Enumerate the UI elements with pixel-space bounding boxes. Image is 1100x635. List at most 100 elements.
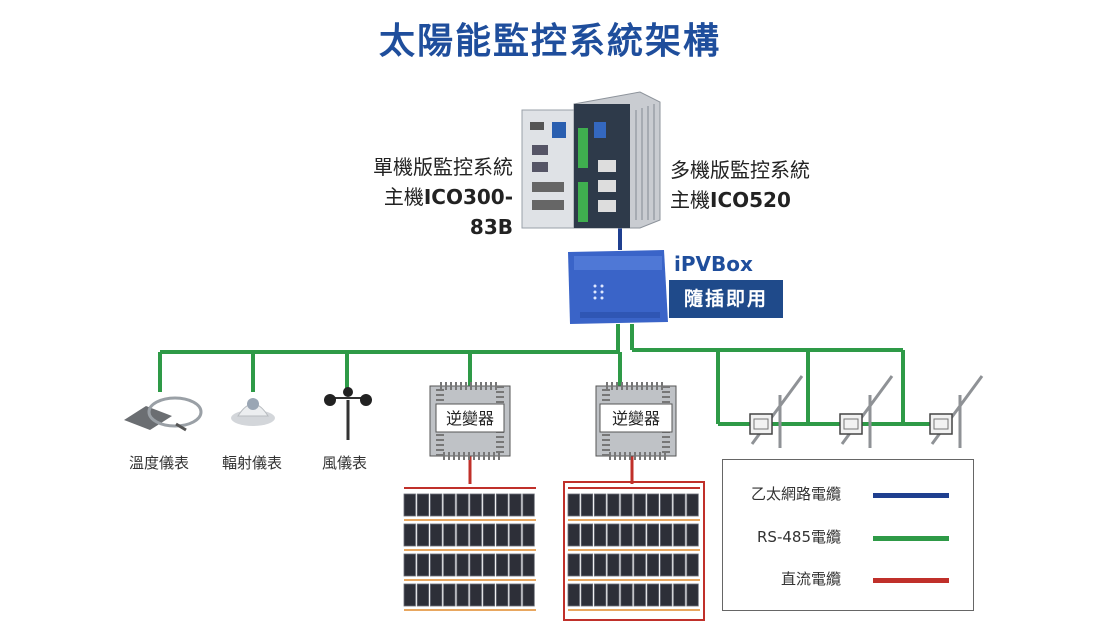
solar-panel — [482, 583, 496, 607]
solar-panel — [416, 493, 430, 517]
legend-item-dc: 直流電纜 — [723, 568, 973, 592]
array-frame — [563, 481, 705, 621]
plug-and-play-badge: 隨插即用 — [669, 280, 783, 318]
solar-panel — [620, 493, 633, 517]
multi-host-prefix: 主機 — [670, 188, 710, 212]
solar-panel — [686, 553, 699, 577]
solar-panel — [660, 553, 673, 577]
sensor-label-temperature: 溫度儀表 — [129, 454, 190, 472]
solar-panel — [403, 493, 416, 517]
solar-panel — [429, 553, 443, 577]
solar-panel — [522, 583, 535, 607]
solar-panel — [607, 493, 620, 517]
solar-panel — [686, 523, 699, 547]
solar-panel — [686, 493, 699, 517]
solar-array-1 — [403, 487, 536, 611]
solar-panel — [646, 583, 660, 607]
sensor-label-wind: 風儀表 — [322, 454, 368, 472]
solar-panel — [443, 583, 456, 607]
legend-swatch — [873, 536, 949, 541]
single-host-line1: 單機版監控系統 — [373, 155, 513, 179]
cable-legend: 乙太網路電纜 RS-485電纜 直流電纜 — [722, 459, 974, 611]
solar-panel — [416, 583, 430, 607]
solar-panel — [416, 553, 430, 577]
legend-label: 直流電纜 — [780, 570, 841, 588]
page-title: 太陽能監控系統架構 — [378, 21, 721, 62]
legend-item-rs485: RS-485電纜 — [723, 526, 973, 550]
solar-panel — [580, 583, 594, 607]
solar-panel — [594, 583, 607, 607]
solar-panel — [673, 553, 686, 577]
solar-panel — [509, 583, 522, 607]
solar-panel — [495, 583, 509, 607]
solar-panel — [594, 493, 607, 517]
multi-host-model: ICO520 — [710, 188, 791, 212]
solar-panel — [495, 553, 509, 577]
pv-meter-screen — [933, 418, 949, 430]
single-host-line2: 主機ICO300-83B — [345, 182, 513, 242]
pyranometer-icon — [231, 398, 275, 426]
solar-panel — [469, 523, 482, 547]
solar-panel — [594, 523, 607, 547]
legend-item-ethernet: 乙太網路電纜 — [723, 483, 973, 507]
inverter-2: 逆變器 — [595, 382, 677, 460]
single-host-label: 單機版監控系統 主機ICO300-83B — [345, 152, 513, 242]
solar-panel — [633, 583, 646, 607]
inverter-label: 逆變器 — [612, 409, 660, 428]
solar-panel — [469, 493, 482, 517]
solar-panel — [660, 583, 673, 607]
solar-panel — [673, 583, 686, 607]
solar-panel — [456, 493, 469, 517]
solar-panel — [633, 553, 646, 577]
solar-panel — [429, 583, 443, 607]
solar-panel — [660, 523, 673, 547]
pv-meter-screen — [843, 418, 859, 430]
solar-panel — [620, 553, 633, 577]
solar-panel — [469, 553, 482, 577]
solar-panel — [633, 493, 646, 517]
pv-meter-screen — [753, 418, 769, 430]
solar-panel — [580, 493, 594, 517]
solar-panel — [673, 523, 686, 547]
legend-swatch — [873, 578, 949, 583]
solar-panel — [607, 523, 620, 547]
ico520-controller — [573, 91, 661, 229]
solar-panel — [594, 553, 607, 577]
multi-host-label: 多機版監控系統 主機ICO520 — [670, 155, 810, 215]
solar-panel — [429, 493, 443, 517]
solar-panel — [567, 583, 580, 607]
solar-panel — [495, 523, 509, 547]
single-host-model: ICO300-83B — [423, 185, 513, 239]
solar-panel — [522, 493, 535, 517]
solar-panel — [456, 553, 469, 577]
solar-panel — [469, 583, 482, 607]
solar-panel — [646, 523, 660, 547]
multi-host-line2: 主機ICO520 — [670, 185, 810, 215]
inverter-label: 逆變器 — [446, 409, 494, 428]
solar-panel — [482, 523, 496, 547]
solar-panel — [580, 553, 594, 577]
ipvbox-name: iPVBox — [674, 252, 753, 276]
solar-panel — [646, 493, 660, 517]
solar-panel — [580, 523, 594, 547]
solar-panel — [403, 583, 416, 607]
solar-panel — [660, 493, 673, 517]
rs485-cables — [158, 324, 930, 426]
solar-panel — [482, 553, 496, 577]
solar-panel — [456, 583, 469, 607]
solar-panel — [607, 583, 620, 607]
ico300-controller — [521, 109, 575, 229]
solar-array-2 — [563, 481, 705, 621]
legend-swatch — [873, 493, 949, 498]
ipvbox-device — [568, 250, 668, 324]
solar-panel — [567, 493, 580, 517]
anemometer-icon — [324, 387, 372, 440]
solar-panel — [522, 523, 535, 547]
solar-panel — [607, 553, 620, 577]
solar-panel — [522, 553, 535, 577]
solar-panel — [673, 493, 686, 517]
solar-panel — [509, 553, 522, 577]
pv-meter-icon — [749, 413, 773, 435]
pv-meter-poles — [749, 375, 984, 448]
